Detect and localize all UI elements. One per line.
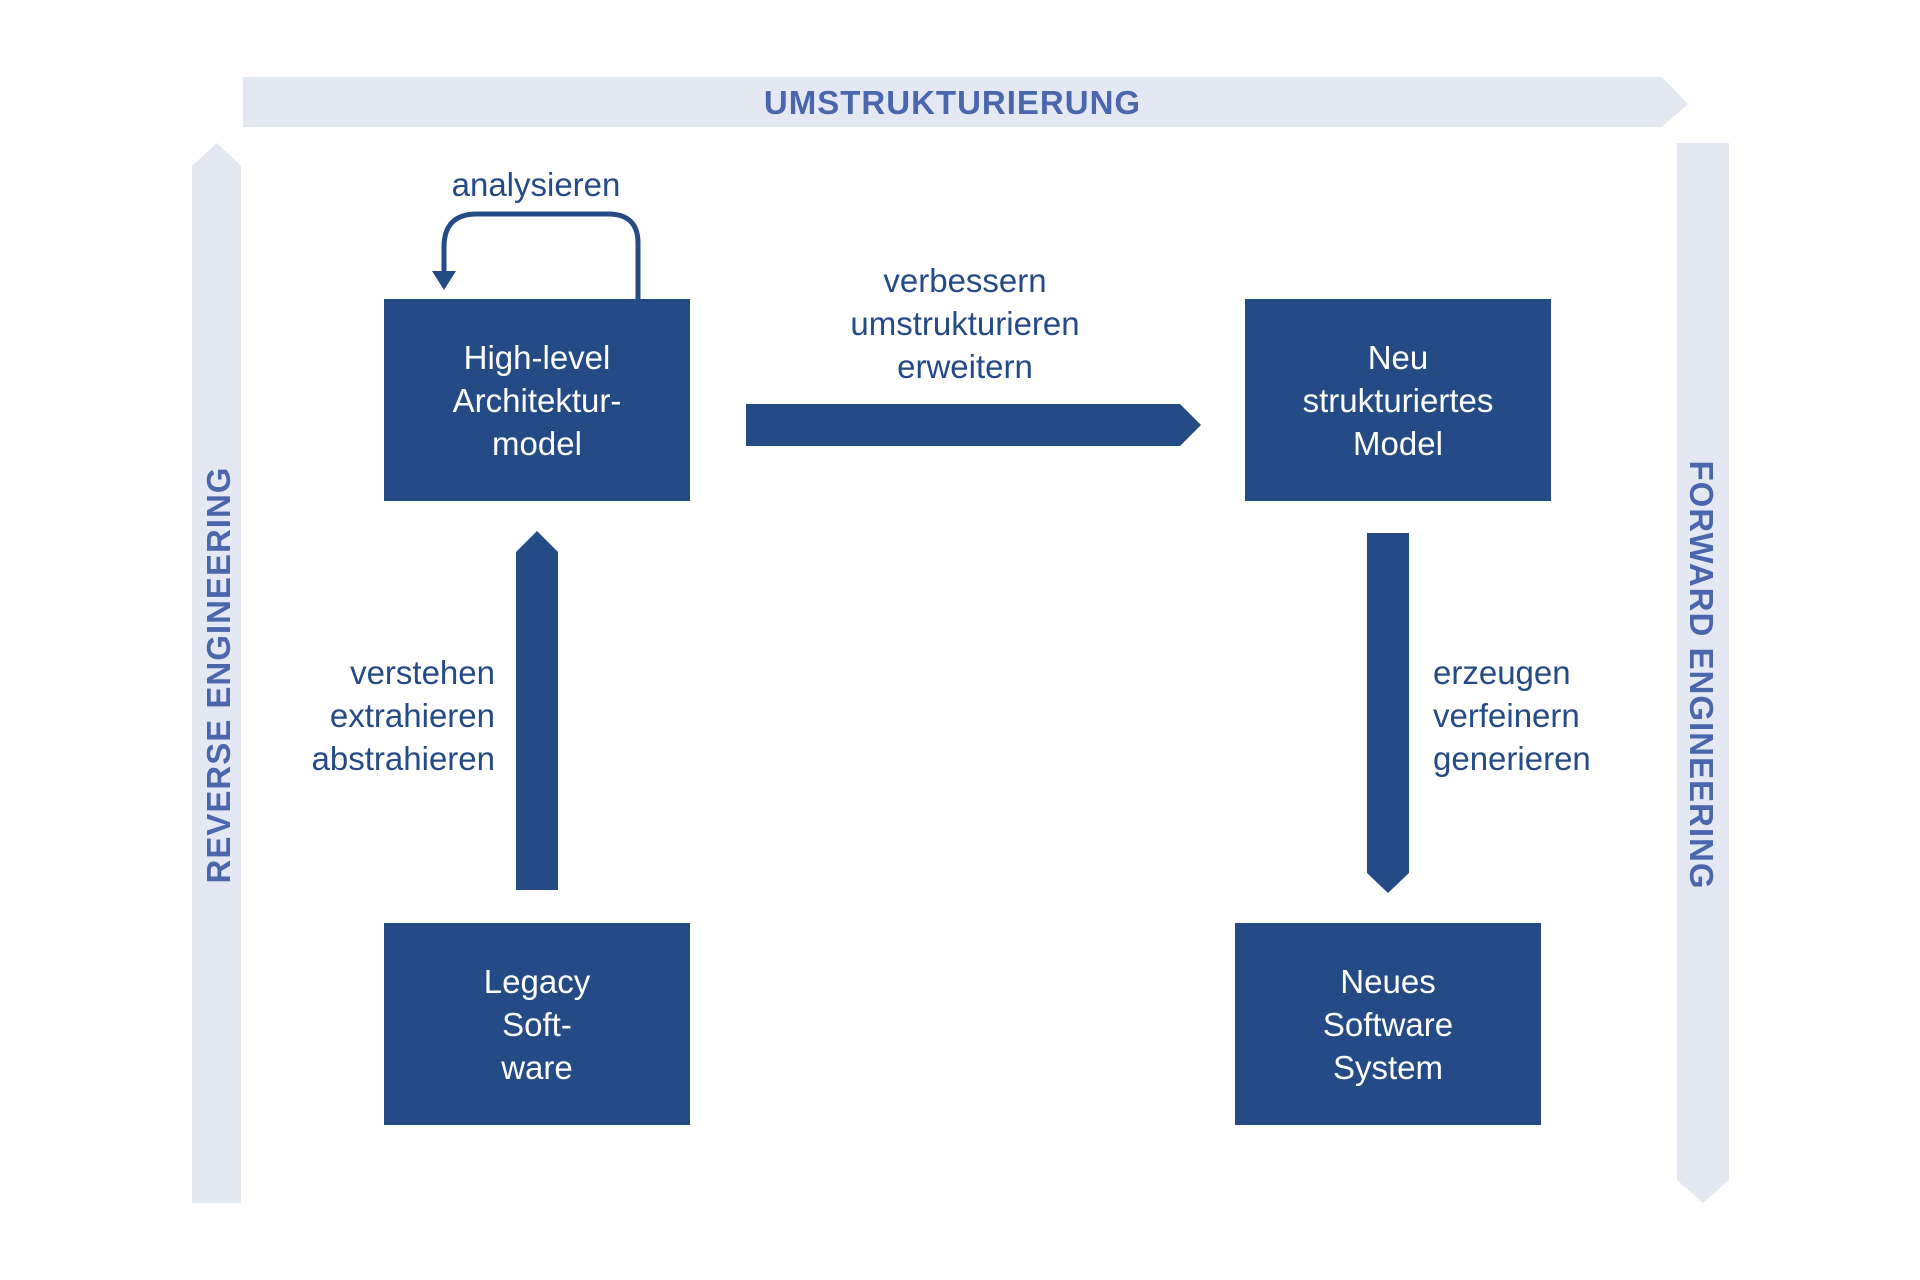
box-line: Neues bbox=[1340, 962, 1436, 1000]
reverse-engineering-band bbox=[192, 143, 241, 1203]
edge-line: generieren bbox=[1433, 740, 1591, 777]
box-line: Neu bbox=[1367, 338, 1429, 376]
edge-line: verbessern bbox=[883, 262, 1047, 299]
new-software-system-box: Neues Software System bbox=[1235, 923, 1541, 1125]
edge-line: verstehen bbox=[350, 654, 495, 691]
box-line: strukturiertes bbox=[1302, 381, 1494, 419]
edge-line: erzeugen bbox=[1433, 654, 1571, 691]
analysieren-loop-arrow bbox=[441, 211, 641, 299]
understand-label: verstehen extrahieren abstrahieren bbox=[255, 651, 495, 780]
improve-label: verbessern umstrukturieren erweitern bbox=[815, 259, 1115, 388]
box-line: Architektur- bbox=[452, 381, 622, 419]
restructured-model-box: Neu strukturiertes Model bbox=[1245, 299, 1551, 501]
umstrukturierung-band bbox=[243, 77, 1688, 127]
generate-arrow bbox=[1367, 533, 1409, 893]
generate-label: erzeugen verfeinern generieren bbox=[1433, 651, 1673, 780]
improve-arrow bbox=[746, 404, 1201, 446]
analysieren-arrowhead bbox=[432, 271, 456, 290]
forward-engineering-label: FORWARD ENGINEERING bbox=[1683, 460, 1720, 890]
box-line: Model bbox=[1353, 424, 1443, 462]
box-line: model bbox=[492, 424, 582, 462]
box-line: Legacy bbox=[483, 962, 591, 1000]
legacy-software-box: Legacy Soft- ware bbox=[384, 923, 690, 1125]
box-line: ware bbox=[501, 1048, 573, 1086]
box-line: Soft- bbox=[502, 1005, 572, 1043]
edge-line: umstrukturieren bbox=[850, 305, 1080, 342]
edge-line: erweitern bbox=[897, 348, 1033, 385]
box-line: High-level bbox=[463, 338, 611, 376]
understand-arrow bbox=[516, 531, 558, 890]
analysieren-label: analysieren bbox=[436, 163, 636, 206]
high-level-architecture-box: High-level Architektur- model bbox=[384, 299, 690, 501]
edge-line: verfeinern bbox=[1433, 697, 1580, 734]
edge-line: extrahieren bbox=[329, 697, 495, 734]
edge-line: abstrahieren bbox=[311, 740, 495, 777]
forward-engineering-band bbox=[1677, 143, 1729, 1203]
umstrukturierung-label: UMSTRUKTURIERUNG bbox=[763, 84, 1142, 121]
box-line: Software bbox=[1322, 1005, 1454, 1043]
reverse-engineering-label: REVERSE ENGINEERING bbox=[200, 466, 237, 884]
box-line: System bbox=[1332, 1048, 1443, 1086]
edge-line: analysieren bbox=[451, 166, 621, 203]
